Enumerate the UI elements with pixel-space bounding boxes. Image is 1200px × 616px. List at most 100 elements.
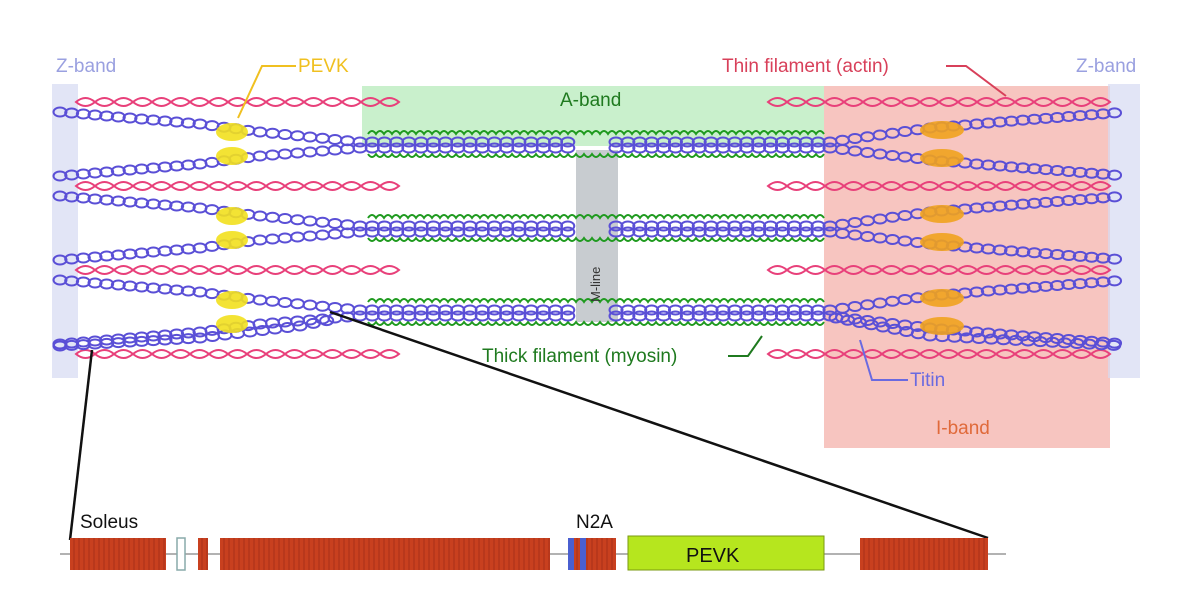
actin-bead [785, 181, 808, 191]
titin-bead [535, 226, 551, 238]
titin-bead [1003, 283, 1019, 295]
titin-bead [1106, 339, 1122, 351]
actin-bead [766, 181, 789, 191]
titin-bead [751, 310, 767, 322]
titin-bead [157, 245, 173, 257]
titin-bead [969, 326, 985, 338]
titin-bead [763, 142, 779, 154]
titin-bead [319, 315, 335, 327]
titin-bead [727, 304, 743, 316]
actin-bead [245, 97, 268, 107]
titin-bead [99, 166, 115, 178]
titin-bead [52, 274, 68, 286]
actin-bead [359, 349, 382, 359]
titin-bead [75, 276, 91, 288]
titin-bead [632, 226, 648, 238]
titin-bead [715, 220, 731, 232]
titin-bead [99, 110, 115, 122]
titin-bead [980, 327, 996, 339]
titin-bead [608, 136, 624, 148]
titin-bead [401, 310, 417, 322]
titin-bead [450, 226, 466, 238]
actin-bead [283, 181, 306, 191]
titin-bead [280, 322, 295, 333]
titin-bead [204, 120, 220, 132]
titin-bead [265, 295, 280, 307]
pevk-segment-right [920, 205, 964, 223]
titin-bead [425, 310, 441, 322]
titin-bead [302, 215, 318, 227]
titin-bead [739, 136, 755, 148]
actin-bead [378, 181, 401, 191]
titin-bead [134, 163, 150, 175]
titin-bead [204, 204, 220, 216]
titin-bead [644, 136, 660, 148]
titin-bead [703, 220, 719, 232]
titin-bead [560, 310, 576, 322]
titin-bead [327, 144, 343, 156]
actin-bead [359, 265, 382, 275]
titin-bead [134, 197, 150, 209]
n2a-blue-domain-1 [568, 538, 574, 570]
titin-bead [1084, 193, 1100, 205]
titin-bead [1084, 251, 1100, 263]
titin-bead [667, 142, 683, 154]
titin-bead [751, 304, 767, 316]
titin-bead [1084, 167, 1100, 179]
titin-bead [774, 310, 790, 322]
titin-bead [277, 148, 293, 160]
actin-bead [169, 97, 192, 107]
titin-label: Titin [910, 370, 945, 391]
titin-bead [1107, 107, 1123, 119]
titin-bead [157, 161, 173, 173]
titin-bead [110, 111, 126, 123]
titin-bead [401, 226, 417, 238]
titin-bead [810, 220, 826, 232]
titin-bead [499, 310, 515, 322]
titin-bead [252, 294, 268, 306]
pevk-segment-left [216, 315, 248, 333]
titin-bead [169, 116, 185, 128]
pevk-segment-right [920, 233, 964, 251]
titin-bead [87, 338, 103, 350]
titin-bead [727, 220, 743, 232]
z-disc-left [52, 84, 78, 378]
titin-bead [715, 304, 731, 316]
titin-bead [277, 232, 293, 244]
titin-bead [810, 310, 826, 322]
titin-bead [438, 310, 454, 322]
titin-bead [87, 277, 103, 289]
zoom-line-right [329, 310, 989, 540]
titin-bead [739, 226, 755, 238]
myosin-bottom-edge [367, 236, 825, 242]
titin-bead [265, 211, 280, 223]
titin-bead [656, 310, 672, 322]
titin-bead [438, 226, 454, 238]
titin-bead [75, 168, 91, 180]
actin-bead [1089, 181, 1112, 191]
titin-bead [64, 169, 80, 181]
pevk-segment-right [920, 289, 964, 307]
titin-bead [145, 162, 161, 174]
titin-bead [364, 226, 380, 238]
titin-bead [786, 136, 802, 148]
titin-bead [620, 136, 636, 148]
titin-bead [667, 136, 683, 148]
titin-bead [980, 117, 996, 129]
titin-bead [798, 304, 814, 316]
titin-bead [290, 147, 305, 159]
pevk-segment-left [216, 231, 248, 249]
titin-bead [774, 226, 790, 238]
titin-bead [169, 200, 185, 212]
a-band-region [362, 86, 824, 146]
titin-bead [1061, 111, 1077, 123]
titin-bead [302, 146, 318, 158]
titin-bead [969, 202, 985, 214]
titin-bead [560, 136, 576, 148]
titin-bead [265, 317, 280, 329]
titin-bead [1026, 163, 1042, 175]
actin-bead [226, 349, 249, 359]
actin-bead [131, 265, 154, 275]
titin-bead [608, 220, 624, 232]
titin-bead [739, 310, 755, 322]
